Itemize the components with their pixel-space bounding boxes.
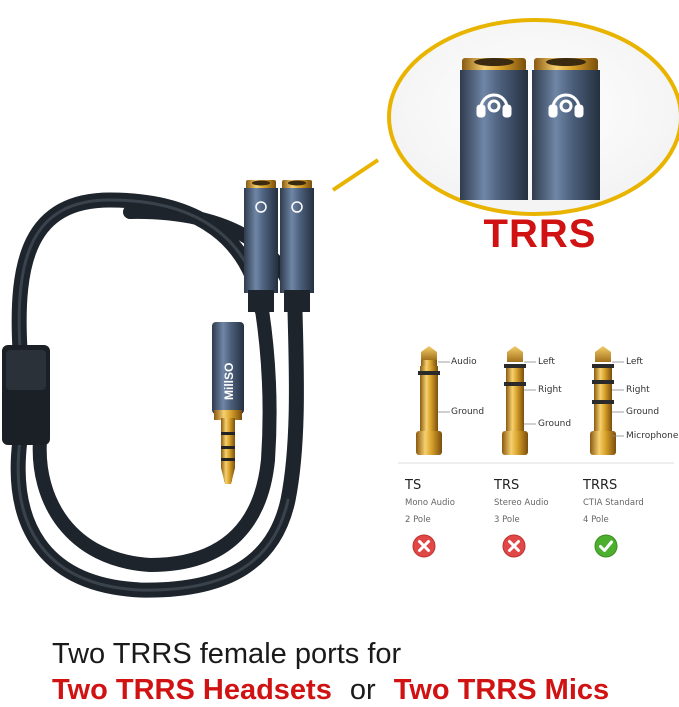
trrs-plug-drawing bbox=[590, 346, 624, 455]
trs-poles: 3 Pole bbox=[494, 515, 520, 525]
female-port-right bbox=[280, 180, 314, 312]
trrs-title: TRRS bbox=[583, 478, 618, 493]
ts-label-ground: Ground bbox=[451, 407, 485, 417]
caption-mics: Two TRRS Mics bbox=[393, 674, 610, 706]
trs-label-ground: Ground bbox=[538, 419, 572, 429]
plug-diagram-panel bbox=[398, 340, 674, 468]
trrs-poles: 4 Pole bbox=[583, 515, 609, 525]
check-circle-icon bbox=[594, 534, 618, 558]
cross-circle-icon bbox=[502, 534, 526, 558]
headset-mic-icon bbox=[476, 93, 512, 118]
ts-poles: 2 Pole bbox=[405, 515, 431, 525]
callout-zoom bbox=[331, 18, 679, 216]
caption-headsets: Two TRRS Headsets bbox=[52, 674, 332, 706]
caption-line-2: Two TRRS Headsets or Two TRRS Mics bbox=[52, 674, 609, 707]
ts-label-audio: Audio bbox=[451, 357, 477, 367]
trs-label-right: Right bbox=[538, 385, 562, 395]
ts-plug-drawing bbox=[416, 346, 450, 455]
trs-label-left: Left bbox=[538, 357, 555, 367]
trrs-label-right: Right bbox=[626, 385, 650, 395]
male-plug: MillSO bbox=[212, 322, 244, 484]
caption-line-1: Two TRRS female ports for bbox=[52, 638, 402, 670]
brand-logo: MillSO bbox=[222, 363, 236, 400]
headset-mic-icon bbox=[255, 201, 267, 213]
callout-trrs-label: TRRS bbox=[483, 212, 597, 256]
trs-subtitle: Stereo Audio bbox=[494, 498, 549, 508]
headset-mic-icon bbox=[548, 93, 584, 118]
cross-circle-icon bbox=[412, 534, 436, 558]
trs-plug-drawing bbox=[502, 346, 536, 455]
ts-subtitle: Mono Audio bbox=[405, 498, 455, 508]
zoomed-port-right bbox=[532, 58, 600, 200]
ts-title: TS bbox=[405, 478, 422, 493]
trrs-label-ground: Ground bbox=[626, 407, 660, 417]
female-port-left bbox=[244, 180, 278, 312]
headset-mic-icon bbox=[291, 201, 303, 213]
zoomed-port-left bbox=[460, 58, 528, 200]
callout-pointer bbox=[331, 158, 380, 192]
trrs-label-left: Left bbox=[626, 357, 643, 367]
trs-title: TRS bbox=[494, 478, 520, 493]
trrs-subtitle: CTIA Standard bbox=[583, 498, 644, 508]
caption-or: or bbox=[349, 674, 376, 706]
trrs-label-microphone: Microphone bbox=[626, 431, 679, 441]
